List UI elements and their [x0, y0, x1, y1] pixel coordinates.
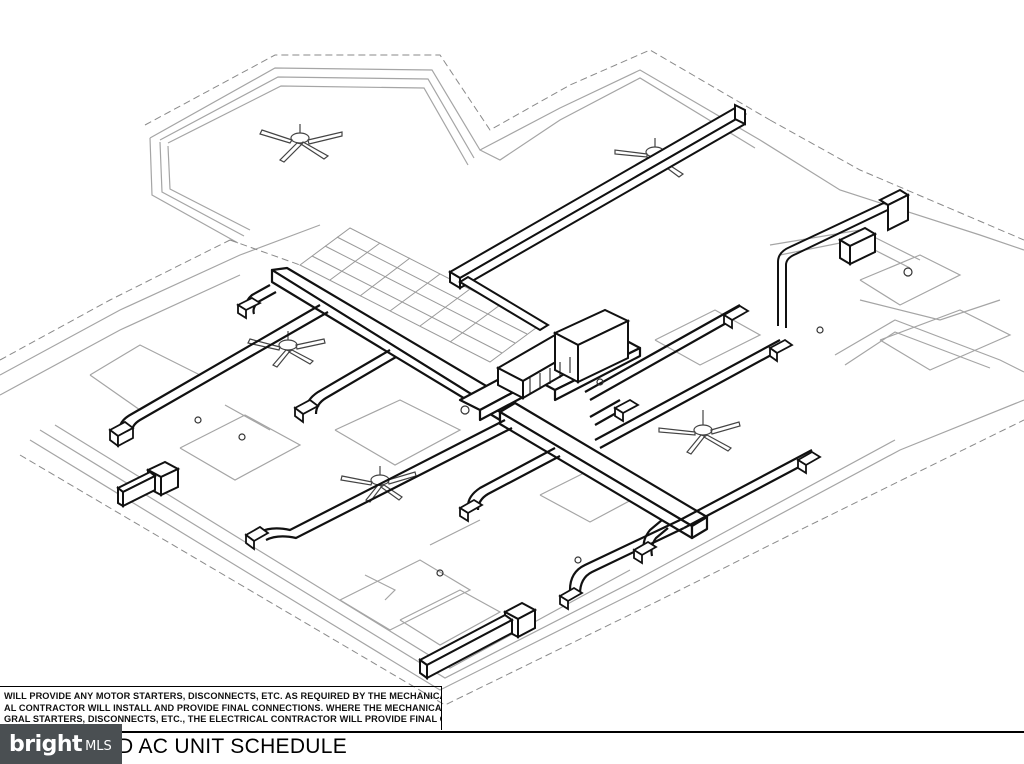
- ceiling-fan-icon: [247, 331, 326, 368]
- ceiling-fan-icon: [658, 410, 741, 455]
- note-line: WILL PROVIDE ANY MOTOR STARTERS, DISCONN…: [4, 691, 442, 701]
- note-line: GRAL STARTERS, DISCONNECTS, ETC., THE EL…: [4, 714, 441, 724]
- note-line: AL CONTRACTOR WILL INSTALL AND PROVIDE F…: [4, 702, 442, 713]
- ceiling-fan-icon: [259, 124, 343, 163]
- thermostat-icon: [194, 267, 913, 577]
- air-handler-icon: [495, 308, 631, 400]
- building-boundary: [0, 49, 1024, 706]
- flex-branch-duct: [118, 284, 817, 595]
- schedule-title: D AC UNIT SCHEDULE: [118, 735, 348, 758]
- exhaust-fan-icon: [116, 460, 538, 680]
- watermark-suffix: MLS: [85, 739, 112, 754]
- watermark-brand: bright: [9, 731, 83, 757]
- general-notes: WILL PROVIDE ANY MOTOR STARTERS, DISCONN…: [0, 686, 442, 730]
- floor-plan-outline: [0, 67, 1024, 691]
- schedule-header-bar: [0, 731, 1024, 764]
- mls-watermark: bright MLS: [0, 724, 122, 764]
- supply-trunk-duct: [270, 266, 709, 540]
- return-duct: [448, 103, 747, 332]
- riser-duct: [777, 188, 911, 328]
- supply-diffuser-icon: [108, 296, 822, 611]
